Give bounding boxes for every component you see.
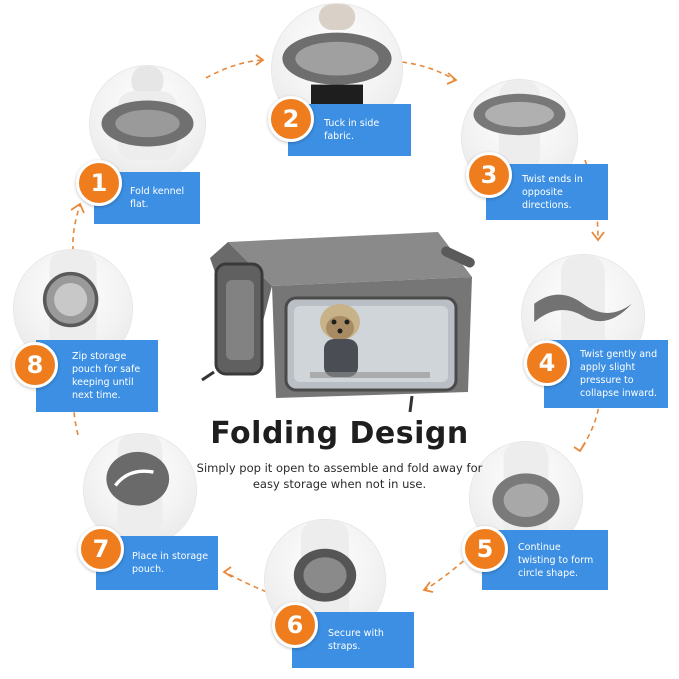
kennel-with-dog-image (201, 232, 475, 413)
step-7-photo (84, 434, 196, 546)
step-4-text: Twist gently and apply slight pressure t… (580, 349, 658, 399)
step-8-number-badge: 8 (12, 342, 58, 388)
step-6-number-badge: 6 (272, 602, 318, 648)
page-title: Folding Design (210, 416, 469, 451)
step-5-number-badge: 5 (462, 526, 508, 572)
step-1-photo (90, 66, 205, 181)
step-7-number-badge: 7 (78, 526, 124, 572)
step-6-text: Secure with straps. (328, 628, 384, 652)
step-8-caption: Zip storage pouch for safe keeping until… (36, 340, 158, 412)
step-2-number-badge: 2 (268, 96, 314, 142)
step-3-number-badge: 3 (466, 152, 512, 198)
step-7-text: Place in storage pouch. (132, 551, 209, 575)
page-subtitle: Simply pop it open to assemble and fold … (196, 461, 483, 491)
step-5-text: Continue twisting to form circle shape. (518, 541, 594, 579)
step-1-text: Fold kennel flat. (130, 186, 185, 210)
step-8-text: Zip storage pouch for safe keeping until… (72, 351, 141, 401)
step-3-text: Twist ends in opposite directions. (522, 173, 583, 211)
step-1-number-badge: 1 (76, 160, 122, 206)
step-2-text: Tuck in side fabric. (324, 118, 380, 142)
step-4-number-badge: 4 (524, 340, 570, 386)
